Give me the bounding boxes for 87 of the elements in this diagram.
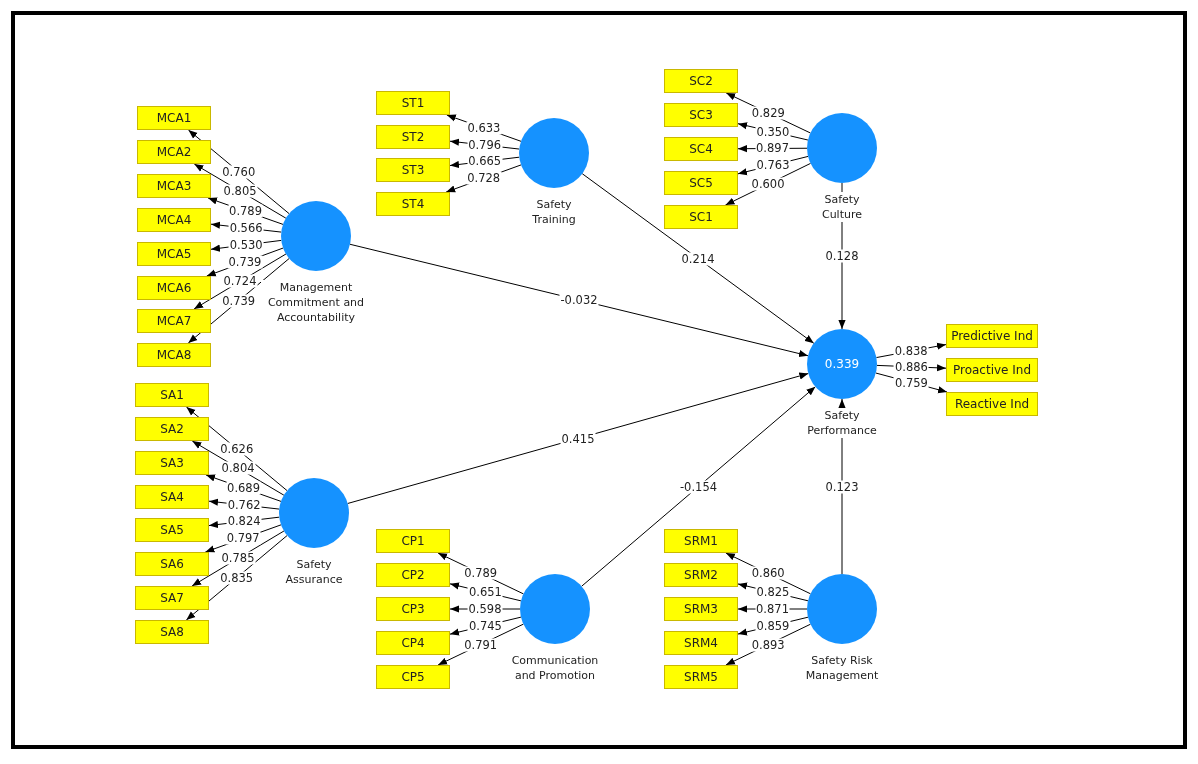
indicator-box: MCA3 <box>137 174 211 198</box>
edge-label: 0.600 <box>750 177 786 191</box>
edge-label: 0.739 <box>221 294 257 308</box>
edge-label: 0.763 <box>755 158 791 172</box>
indicator-box: SA2 <box>135 417 209 441</box>
indicator-box: SA3 <box>135 451 209 475</box>
indicator-box: MCA2 <box>137 140 211 164</box>
indicator-box: MCA1 <box>137 106 211 130</box>
arrow <box>581 386 816 587</box>
edge-label: 0.745 <box>468 619 503 633</box>
indicator-box: Reactive Ind <box>946 392 1038 416</box>
edge-label: 0.665 <box>467 154 503 168</box>
edge-label: 0.805 <box>222 184 258 198</box>
edge-label: 0.785 <box>220 552 256 565</box>
edge-label: 0.791 <box>463 638 499 652</box>
indicator-box: CP2 <box>376 563 450 587</box>
indicator-box: SC1 <box>664 205 738 229</box>
indicator-box: SC3 <box>664 103 738 127</box>
indicator-box: CP4 <box>376 631 450 655</box>
indicator-box: SC2 <box>664 69 738 93</box>
arrow <box>349 243 809 358</box>
edge-label: 0.835 <box>219 571 255 585</box>
edge-label: 0.859 <box>755 619 791 633</box>
edge-label: 0.860 <box>750 566 786 580</box>
edge-label: 0.789 <box>463 566 499 580</box>
edge-label: 0.871 <box>755 602 790 616</box>
edge-label: 0.804 <box>220 461 256 475</box>
indicator-box: SC5 <box>664 171 738 195</box>
indicator-box: SRM4 <box>664 631 738 655</box>
indicator-box: SA7 <box>135 586 209 610</box>
edge-label: 0.689 <box>226 481 261 495</box>
indicator-box: ST2 <box>376 125 450 149</box>
edge-label: 0.530 <box>228 238 264 252</box>
arrow <box>347 372 809 504</box>
edge-label: 0.415 <box>560 432 596 445</box>
edge-label: 0.796 <box>467 138 503 152</box>
indicator-box: SA6 <box>135 552 209 576</box>
indicator-box: SA1 <box>135 383 209 407</box>
edge-label: 0.651 <box>468 585 503 599</box>
edge-label: 0.825 <box>755 585 791 599</box>
edge-label: 0.838 <box>893 344 929 358</box>
edge-label: 0.893 <box>750 638 786 652</box>
indicator-box: MCA8 <box>137 343 211 367</box>
edge-label: 0.829 <box>750 106 786 120</box>
indicator-box: SA4 <box>135 485 209 509</box>
edge-label: 0.886 <box>894 360 929 374</box>
indicator-box: ST1 <box>376 91 450 115</box>
edge-label: 0.724 <box>222 275 258 288</box>
edge-label: 0.824 <box>226 514 262 528</box>
indicator-box: MCA5 <box>137 242 211 266</box>
indicator-box: CP5 <box>376 665 450 689</box>
indicator-box: ST3 <box>376 158 450 182</box>
indicator-box: MCA6 <box>137 276 211 300</box>
edge-label: 0.728 <box>466 171 502 185</box>
indicator-box: SA5 <box>135 518 209 542</box>
edge-label: 0.759 <box>893 376 929 389</box>
edge-label: 0.739 <box>227 255 263 269</box>
edge-label: 0.626 <box>219 442 255 456</box>
edge-label: 0.566 <box>228 221 264 235</box>
edge-label: 0.350 <box>755 125 791 139</box>
indicator-box: SRM1 <box>664 529 738 553</box>
r-squared-value: 0.339 <box>824 357 860 371</box>
indicator-box: Proactive Ind <box>946 358 1038 382</box>
edge-label: 0.598 <box>467 602 503 616</box>
edge-label: 0.760 <box>221 165 257 179</box>
edge-label: 0.214 <box>680 252 716 265</box>
edge-label: 0.789 <box>228 204 263 218</box>
arrow <box>581 173 815 344</box>
indicator-box: ST4 <box>376 192 450 216</box>
indicator-box: MCA7 <box>137 309 211 333</box>
edge-label: 0.123 <box>824 480 860 493</box>
indicator-box: SRM3 <box>664 597 738 621</box>
edge-label: 0.633 <box>466 121 502 135</box>
indicator-box: Predictive Ind <box>946 324 1038 348</box>
edge-label: 0.797 <box>225 531 261 545</box>
indicator-box: SC4 <box>664 137 738 161</box>
edge-label: -0.154 <box>678 480 719 493</box>
indicator-box: CP1 <box>376 529 450 553</box>
edge-label: 0.762 <box>226 498 262 512</box>
indicator-box: SRM2 <box>664 563 738 587</box>
indicator-box: CP3 <box>376 597 450 621</box>
indicator-box: SA8 <box>135 620 209 644</box>
edge-label: 0.897 <box>755 142 790 155</box>
indicator-box: MCA4 <box>137 208 211 232</box>
indicator-box: SRM5 <box>664 665 738 689</box>
edge-label: -0.032 <box>559 293 599 307</box>
edge-label: 0.128 <box>824 249 860 263</box>
